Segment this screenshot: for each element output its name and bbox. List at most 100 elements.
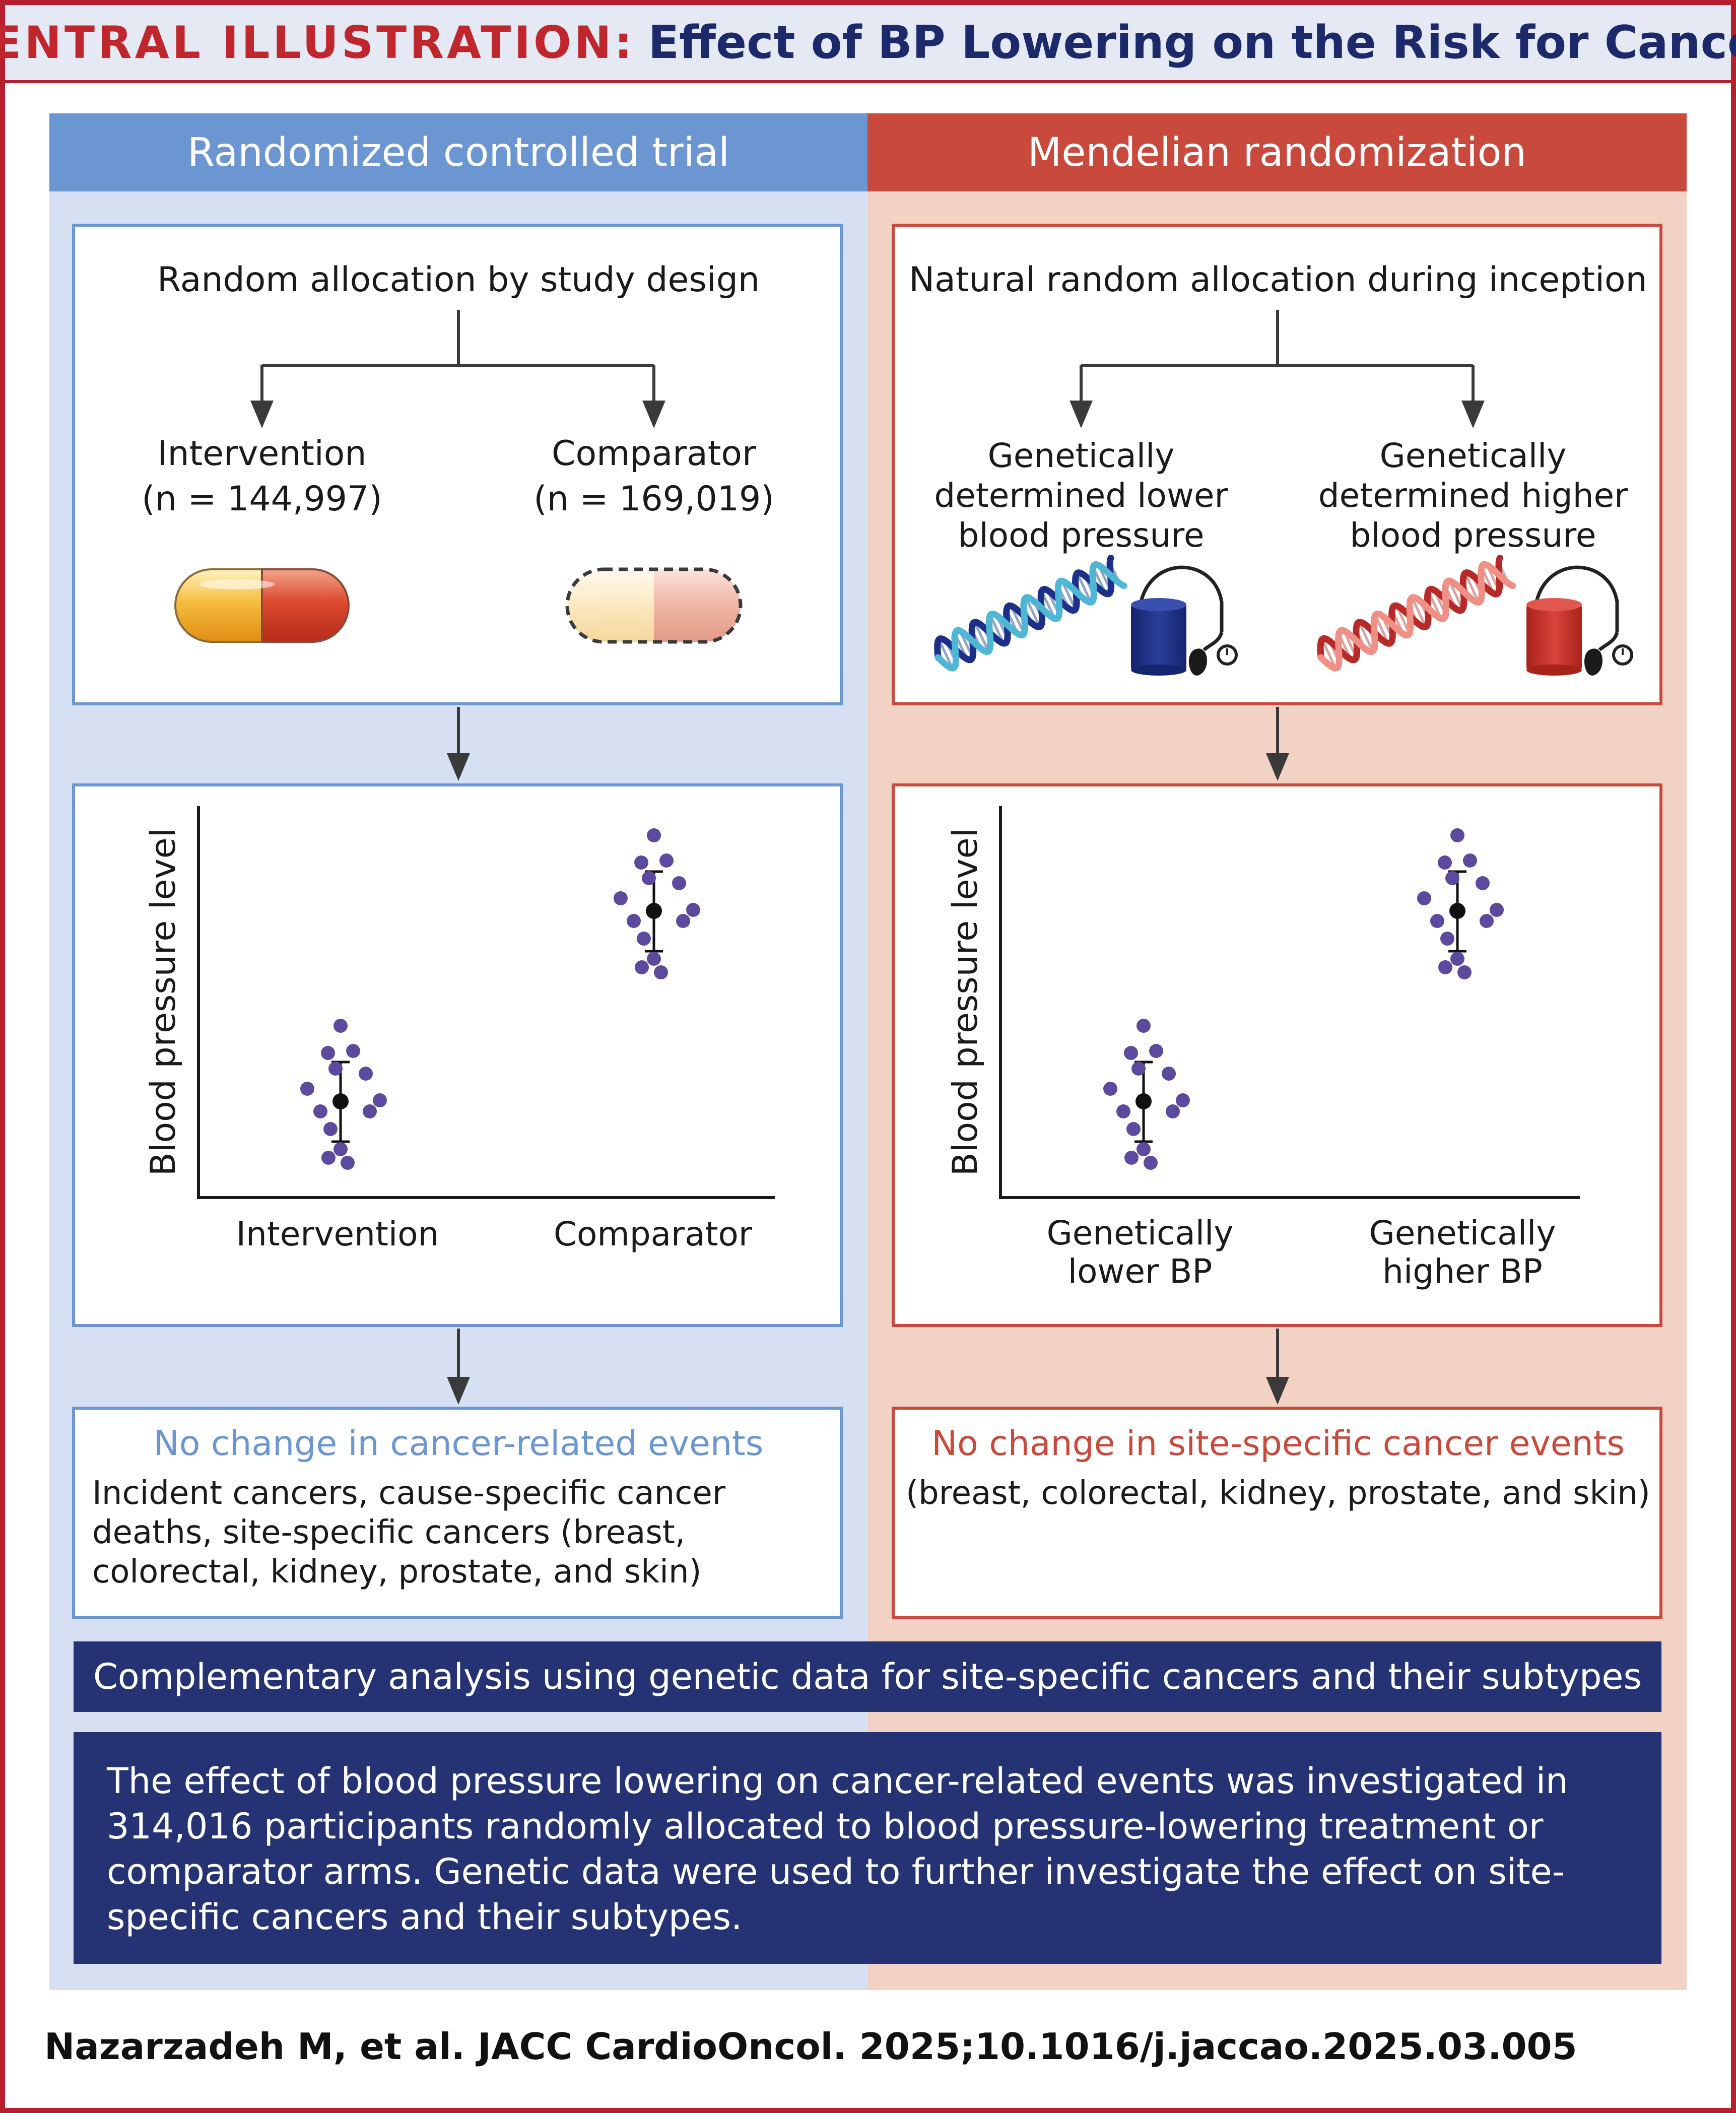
data-point — [647, 828, 661, 842]
data-point — [1480, 914, 1494, 928]
blue-bp-cuff-icon — [1131, 565, 1238, 676]
data-point — [1144, 1156, 1158, 1170]
left-comparator-points — [614, 828, 700, 979]
data-point — [1417, 891, 1431, 905]
data-point — [659, 853, 674, 868]
data-point — [323, 1122, 338, 1136]
arrow-down-icon — [250, 401, 274, 428]
left-y-axis-label: Blood pressure level — [144, 828, 184, 1176]
citation: Nazarzadeh M, et al. JACC CardioOncol. 2… — [44, 2025, 1577, 2068]
right-plot-box — [892, 783, 1662, 1327]
left-result-box — [72, 1407, 843, 1619]
data-point — [642, 871, 656, 885]
comparator-n: (n = 169,019) — [533, 479, 774, 519]
data-point — [333, 1019, 348, 1033]
data-point — [373, 1093, 387, 1107]
red-dna-icon — [1317, 554, 1516, 672]
higher-bp-line3: blood pressure — [1350, 516, 1596, 555]
arrow-down-icon — [1461, 401, 1485, 428]
data-point — [1116, 1104, 1130, 1118]
left-allocation-label: Random allocation by study design — [157, 260, 760, 300]
data-point — [1124, 1151, 1139, 1165]
data-point — [1450, 952, 1464, 966]
right-result-title: No change in site-specific cancer events — [931, 1424, 1625, 1464]
data-point — [1166, 1104, 1180, 1118]
data-point — [1103, 1082, 1117, 1096]
right-header-bar — [867, 113, 1687, 191]
left-intervention-points — [300, 1019, 387, 1170]
mean-point — [332, 1093, 349, 1109]
right-y-axis-label: Blood pressure level — [946, 828, 986, 1176]
data-point — [359, 1067, 373, 1081]
right-x-label-higher: Genetically higher BP — [1311, 1214, 1614, 1291]
blue-dna-icon — [934, 555, 1127, 672]
data-point — [647, 952, 661, 966]
lower-bp-group-label: Genetically determined lower blood press… — [905, 436, 1257, 555]
right-x-label-higher-line2: higher BP — [1382, 1252, 1543, 1291]
flow-arrows — [457, 707, 1279, 1379]
higher-bp-group-label: Genetically determined higher blood pres… — [1297, 436, 1649, 555]
lower-bp-line2: determined lower — [934, 476, 1228, 515]
data-point — [1149, 1044, 1163, 1058]
right-x-label-higher-line1: Genetically — [1369, 1214, 1556, 1252]
left-x-label-intervention: Intervention — [236, 1215, 439, 1253]
left-x-label-comparator: Comparator — [553, 1215, 753, 1253]
arrow-down-icon — [1070, 401, 1093, 428]
comparator-label: Comparator — [551, 434, 756, 474]
right-plot-axes — [999, 806, 1580, 1199]
right-column-heading: Mendelian randomization — [1028, 129, 1526, 175]
data-point — [672, 876, 686, 890]
mean-point — [1449, 903, 1465, 919]
data-point — [635, 960, 649, 974]
data-point — [1162, 1067, 1176, 1081]
left-result-body: Incident cancers, cause-specific cancer … — [92, 1475, 726, 1591]
data-point — [1440, 932, 1454, 946]
summary-banner: The effect of blood pressure lowering on… — [74, 1732, 1661, 1964]
red-bp-cuff-icon — [1526, 565, 1633, 676]
arrow-down-icon — [642, 401, 665, 428]
higher-bp-line1: Genetically — [1379, 436, 1567, 475]
data-point — [321, 1046, 335, 1060]
left-result-title: No change in cancer-related events — [153, 1424, 764, 1464]
dashed-capsule-icon — [565, 567, 743, 644]
lower-bp-line1: Genetically — [987, 436, 1175, 475]
data-point — [346, 1044, 360, 1058]
data-point — [341, 1156, 355, 1170]
left-column-heading: Randomized controlled trial — [187, 129, 729, 175]
right-x-label-lower: Genetically lower BP — [989, 1214, 1291, 1291]
right-x-label-lower-line1: Genetically — [1046, 1214, 1234, 1252]
arrow-down-icon — [1266, 1377, 1289, 1405]
left-plot-axes — [197, 806, 775, 1199]
arrow-down-icon — [447, 753, 470, 781]
data-point — [1438, 960, 1452, 974]
mean-point — [1136, 1093, 1152, 1109]
right-tree-connector — [1080, 310, 1475, 403]
data-point — [1463, 853, 1477, 868]
title-bar: CENTRAL ILLUSTRATION: Effect of BP Lower… — [0, 5, 1736, 83]
data-point — [1137, 1019, 1151, 1033]
data-point — [1445, 871, 1459, 885]
data-point — [1131, 1062, 1146, 1076]
data-point — [328, 1062, 343, 1076]
data-point — [313, 1104, 327, 1118]
data-point — [300, 1082, 314, 1096]
full-capsule-icon — [174, 568, 350, 643]
intervention-label: Intervention — [157, 434, 367, 474]
data-point — [654, 965, 668, 979]
page-title: Effect of BP Lowering on the Risk for Ca… — [648, 16, 1736, 69]
data-point — [637, 932, 651, 946]
data-point — [614, 891, 628, 905]
data-point — [1490, 903, 1504, 917]
data-point — [627, 914, 641, 928]
data-point — [321, 1151, 336, 1165]
data-point — [1476, 876, 1490, 890]
arrow-down-icon — [1266, 753, 1289, 781]
data-point — [676, 914, 690, 928]
mean-point — [646, 903, 662, 919]
intervention-n: (n = 144,997) — [142, 479, 382, 519]
left-plot-box — [72, 783, 843, 1327]
right-x-label-lower-line2: lower BP — [1067, 1252, 1213, 1291]
data-point — [1430, 914, 1444, 928]
right-result-body: (breast, colorectal, kidney, prostate, a… — [906, 1475, 1650, 1512]
